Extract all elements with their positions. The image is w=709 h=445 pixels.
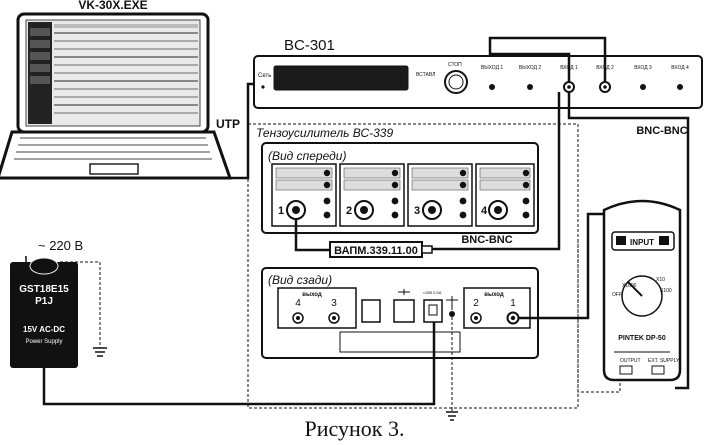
rear-left-number-3: 3: [331, 298, 337, 309]
bc301-channel-1: ВЫХОД 1: [481, 65, 503, 90]
meter: INPUT X10 X100 X1000 OFF PINTEK DP-50 OU…: [602, 199, 682, 382]
channel-number: 4: [481, 205, 488, 217]
mains-label: ~ 220 В: [38, 238, 83, 253]
meter-brand: PINTEK DP-50: [618, 335, 666, 342]
bc301-unit: BC-301 Сеть ВСТАВЛ СТОП ВЫХОД 1 ВЫХОД 2 …: [253, 37, 703, 109]
meter-ext-supply-label: EXT. SUPPLY: [648, 358, 680, 364]
vapm-label: ВАПМ.339.11.00: [334, 245, 418, 257]
ground-symbol-psu: [93, 347, 107, 357]
power-supply: ~ 220 В GST18E15 P1J 15V AC-DC Power Sup…: [10, 238, 107, 368]
channel-number: 2: [346, 205, 352, 217]
laptop-screen-content: [28, 22, 198, 124]
back-view-label: (Вид сзади): [268, 273, 332, 287]
rear-right-number-2: 2: [473, 298, 479, 309]
scale-mark: X1000: [622, 283, 637, 289]
channel-number: 1: [278, 205, 284, 217]
meter-dashed: [577, 380, 621, 393]
vapm-cable-right: [432, 92, 561, 251]
connector: [489, 84, 495, 90]
bc301-loop-cable: [488, 36, 607, 82]
output1-cable: [519, 212, 612, 320]
bc301-title: BC-301: [284, 37, 335, 54]
scale-mark: X100: [660, 288, 672, 294]
meter-output-label: OUTPUT: [620, 358, 641, 364]
rear-right-label: выход: [484, 292, 504, 298]
amplifier-front-panel: (Вид спереди) 1 2 3: [261, 142, 539, 234]
connector: [527, 84, 533, 90]
channel-number: 3: [414, 205, 420, 217]
laptop-title: VK-30X.EXE: [78, 0, 147, 12]
amp-channel-4: 4: [475, 163, 535, 227]
rear-output-block-left: [277, 287, 357, 329]
laptop: VK-30X.EXE: [0, 0, 233, 180]
ground-symbol-amp: [446, 411, 458, 421]
psu-model-2: P1J: [35, 296, 53, 307]
bc301-mode-label: ВСТАВЛ: [416, 72, 435, 78]
bnc-cable-to-meter: [567, 92, 690, 390]
network-port: [361, 299, 381, 323]
power-cable: [42, 322, 436, 406]
bc301-stop-label: СТОП: [448, 62, 462, 68]
amplifier-title: Тензоусилитель ВС-339: [256, 126, 393, 140]
channel-label: ВХОД 3: [634, 65, 652, 71]
figure-caption: Рисунок 3.: [304, 416, 405, 441]
bc301-channel-6: ВХОД 4: [671, 65, 689, 90]
vapm-cable-left: [294, 219, 330, 252]
amp-channel-3: 3: [407, 163, 473, 227]
rear-left-number-4: 4: [295, 298, 301, 309]
connector: [640, 84, 646, 90]
power-supply-body: [10, 262, 78, 368]
ground-terminal: [449, 311, 455, 317]
touchpad: [89, 163, 139, 175]
psu-model-1: GST18E15: [19, 284, 69, 295]
amp-channel-2: 2: [339, 163, 405, 227]
rear-left-label: выход: [302, 292, 322, 298]
amp-channel-1: 1: [271, 163, 337, 227]
meter-input-label: INPUT: [630, 238, 654, 247]
usb-port: [393, 299, 415, 323]
scale-mark: OFF: [612, 292, 622, 298]
front-view-label: (Вид спереди): [268, 149, 346, 163]
utp-label: UTP: [216, 117, 240, 131]
bnc-top-label: BNC-BNC: [636, 125, 687, 137]
bc301-channel-5: ВХОД 3: [634, 65, 652, 90]
laptop-base: [0, 130, 233, 180]
bnc-mid-label: BNC-BNC: [461, 234, 512, 246]
power-input-label: =15В 0,5А: [423, 290, 442, 295]
bc301-power-label: Сеть: [258, 73, 271, 79]
channel-label: ВХОД 4: [671, 65, 689, 71]
amplifier-rear-panel: (Вид сзади) выход 4 3 =15В 0,5А выход 2 …: [261, 267, 539, 359]
connector: [677, 84, 683, 90]
channel-label: ВЫХОД 2: [519, 65, 541, 71]
scale-mark: X10: [656, 277, 665, 283]
channel-label: ВЫХОД 1: [481, 65, 503, 71]
power-indicator: [261, 85, 265, 89]
psu-spec-sub: Power Supply: [25, 339, 62, 345]
power-input-jack: [423, 299, 443, 323]
bc301-channel-2: ВЫХОД 2: [519, 65, 541, 90]
bc301-display: [273, 65, 409, 91]
psu-spec: 15V AC-DC: [23, 325, 65, 334]
rear-right-number-1: 1: [510, 298, 516, 309]
